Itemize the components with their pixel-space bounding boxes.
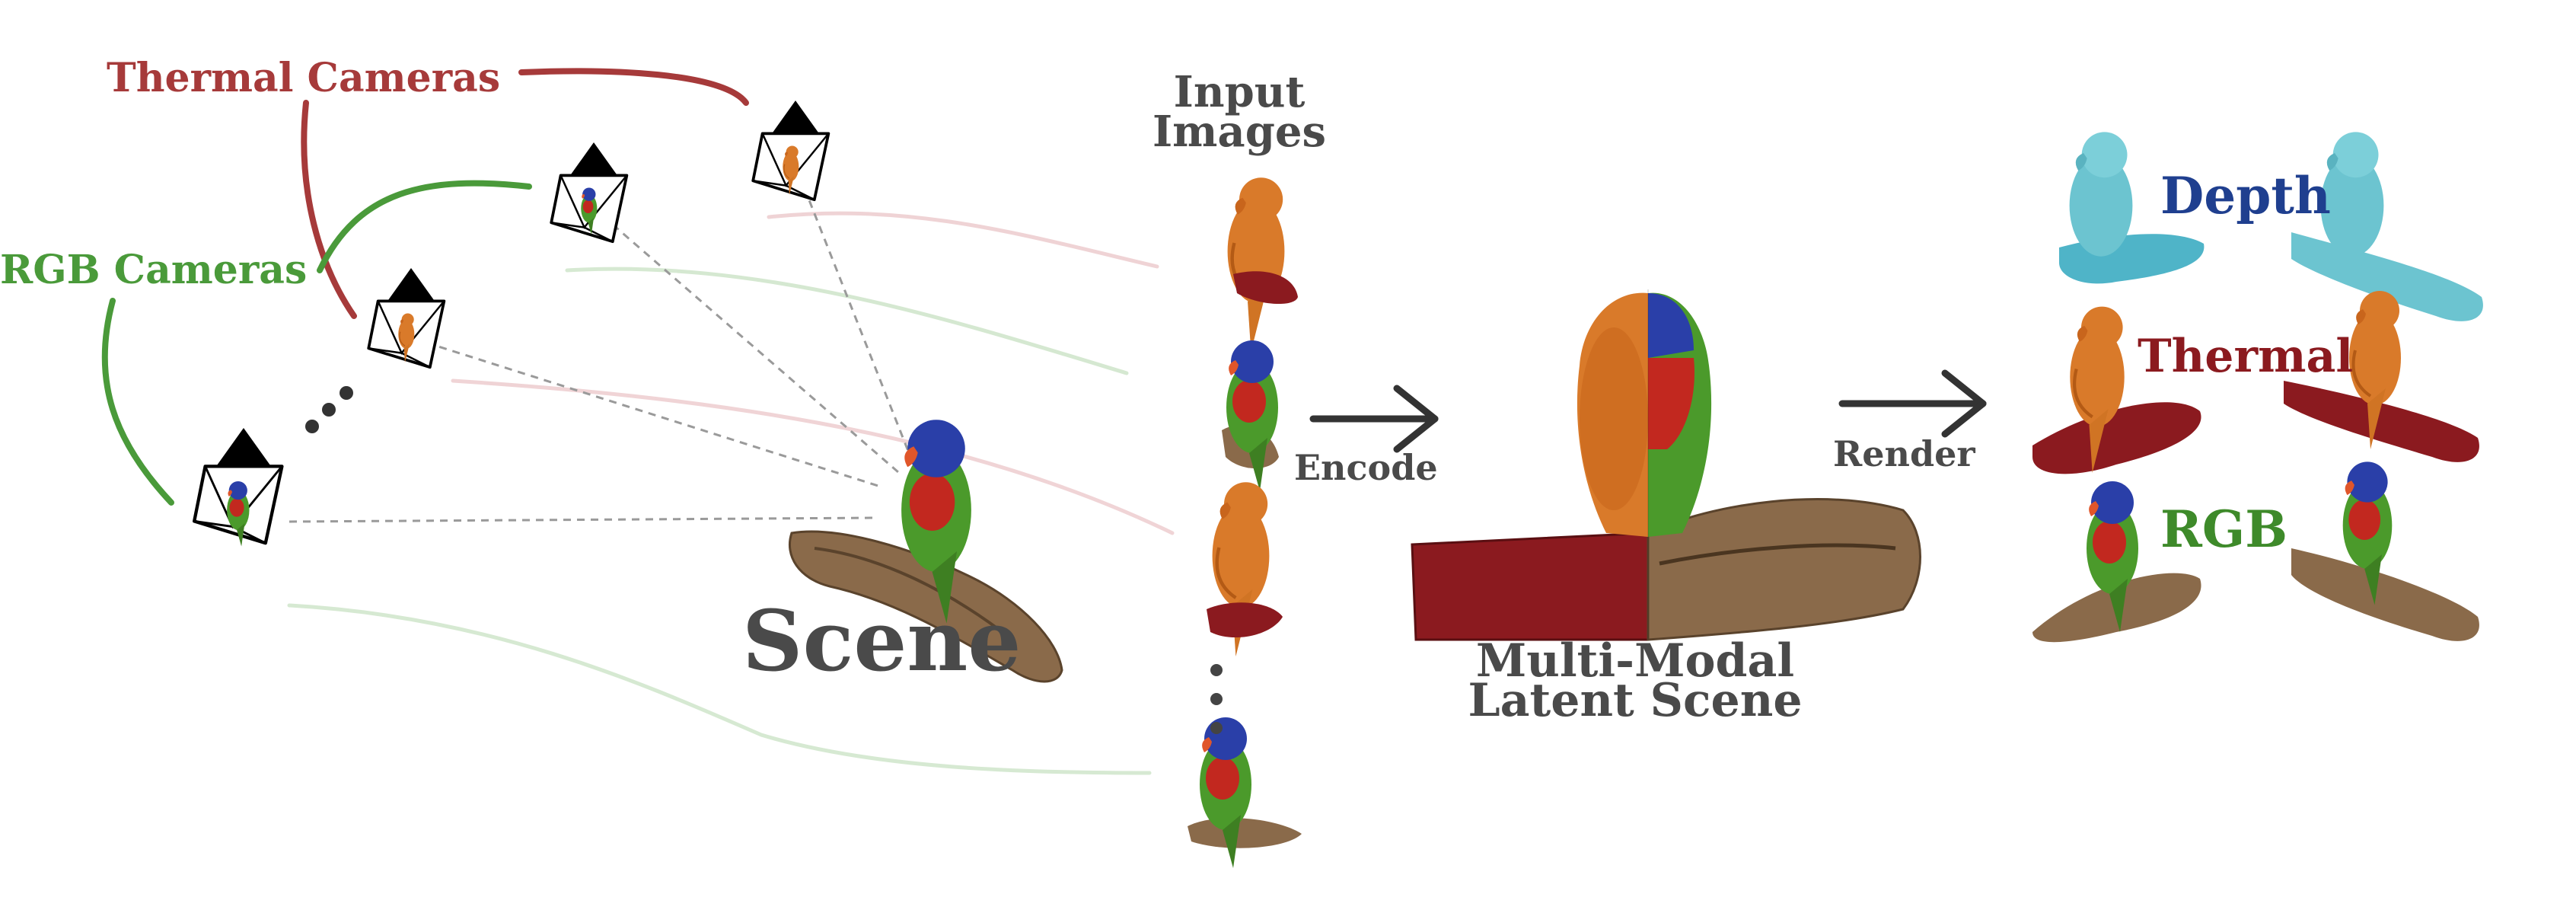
depth-output-label: Depth [2160, 166, 2331, 225]
camera-scene-rays [289, 174, 915, 523]
camera-ellipsis-dots [305, 386, 353, 433]
render-label: Render [1833, 433, 1975, 474]
latent-scene-label-line2: Latent Scene [1468, 674, 1802, 727]
rgb-cameras-label: RGB Cameras [0, 247, 307, 293]
input-image-rgb-1 [1222, 340, 1279, 491]
input-image-thermal-1 [1228, 177, 1298, 352]
camera-rgb-top [550, 141, 629, 244]
latent-bird-rgb-half [1648, 292, 1712, 537]
input-images-label-line2: Images [1153, 107, 1326, 157]
render-thermal-row [2032, 289, 2479, 474]
scene-label: Scene [742, 592, 1021, 690]
latent-rgb-branch [1647, 498, 1921, 641]
link-thermal-top [767, 211, 1159, 269]
input-image-thermal-2 [1207, 482, 1283, 656]
latent-bird-thermal-half [1577, 292, 1648, 537]
latent-scene-label-line1: Multi-Modal [1476, 634, 1794, 688]
scene-object [788, 420, 1063, 683]
rgb-connector-down [101, 298, 174, 506]
render-rgb-row [2032, 461, 2479, 643]
thermal-output-label: Thermal [2138, 330, 2353, 383]
camera-rgb-bottom [194, 428, 282, 547]
rgb-output-label: RGB [2160, 500, 2287, 559]
input-images-label-line1: Input [1174, 67, 1306, 117]
camera-thermal-mid [367, 267, 446, 369]
input-images-ellipsis-dots [1210, 664, 1223, 734]
latent-scene [1411, 289, 1921, 641]
thermal-connector-down [301, 100, 357, 319]
thermal-connector-right [518, 68, 749, 106]
latent-thermal-branch [1411, 532, 1650, 641]
rgb-connector-up [317, 180, 532, 273]
render-depth-row [2059, 132, 2483, 321]
link-rgb-top [565, 267, 1129, 375]
link-thermal-mid [451, 378, 1175, 535]
thermal-cameras-label: Thermal Cameras [107, 55, 500, 101]
input-image-rgb-2 [1188, 717, 1302, 868]
encode-arrow [1309, 385, 1439, 453]
input-images-stack [1188, 177, 1302, 868]
camera-thermal-top [751, 99, 831, 202]
camera-image-links [287, 211, 1175, 775]
link-rgb-bottom [287, 603, 1152, 775]
render-arrow [1838, 369, 1987, 438]
encode-label: Encode [1294, 447, 1438, 488]
camera-label-connectors [101, 68, 749, 506]
